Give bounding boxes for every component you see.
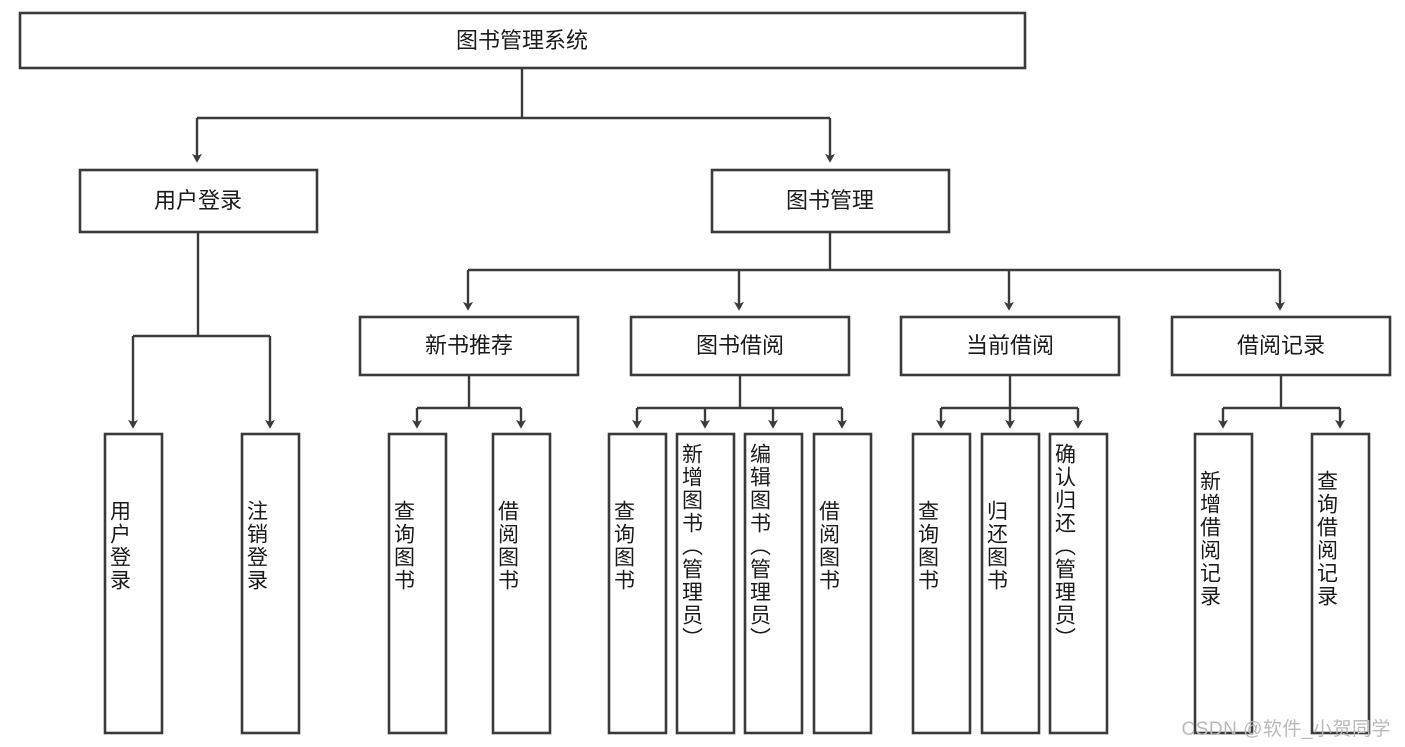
leaf-borrow-book-1-rect[interactable]: [491, 432, 552, 735]
connector-borrow-record-to-leaves: [1218, 375, 1345, 429]
connector-book-manage-to-level3: [463, 232, 1285, 311]
leaf-return-book-rect[interactable]: [980, 432, 1041, 735]
node-current-borrow[interactable]: 当前借阅: [899, 315, 1121, 377]
leaf-user-logout-rect[interactable]: [240, 432, 301, 735]
leaf-user-login-rect[interactable]: [103, 432, 164, 735]
node-book-manage[interactable]: 图书管理: [710, 168, 951, 234]
connector-root-to-level2: [192, 68, 835, 163]
leaf-confirm-return-rect[interactable]: [1048, 432, 1109, 735]
leaf-query-record-rect[interactable]: [1310, 432, 1371, 735]
leaf-query-book-1-rect[interactable]: [387, 432, 448, 735]
connector-current-borrow-to-leaves: [936, 375, 1083, 429]
node-current-borrow-rect[interactable]: [899, 315, 1121, 377]
node-root-label: 图书管理系统: [456, 28, 588, 53]
leaf-add-book-rect[interactable]: [675, 432, 736, 735]
node-borrow-record[interactable]: 借阅记录: [1170, 315, 1392, 377]
node-book-manage-label: 图书管理: [786, 188, 874, 213]
csdn-watermark: CSDN @软件_小贺同学: [1181, 719, 1391, 740]
leaf-query-book-3-rect[interactable]: [911, 432, 972, 735]
node-new-book-recommend-rect[interactable]: [358, 315, 580, 377]
connector-new-book-recommend-to-leaves: [412, 375, 526, 429]
node-new-book-recommend[interactable]: 新书推荐: [358, 315, 580, 377]
node-book-borrow[interactable]: 图书借阅: [629, 315, 851, 377]
node-root[interactable]: 图书管理系统: [18, 11, 1027, 70]
leaf-add-record-rect[interactable]: [1193, 432, 1254, 735]
node-new-book-recommend-label: 新书推荐: [425, 333, 513, 358]
leaf-edit-book-rect[interactable]: [743, 432, 804, 735]
node-root-rect[interactable]: [18, 11, 1027, 70]
connector-user-login-to-leaves: [128, 232, 275, 429]
node-book-borrow-label: 图书借阅: [696, 333, 784, 358]
node-user-login-label: 用户登录: [154, 188, 242, 213]
node-user-login-rect[interactable]: [78, 168, 319, 234]
leaf-query-book-2-rect[interactable]: [607, 432, 668, 735]
node-user-login[interactable]: 用户登录: [78, 168, 319, 234]
leaf-borrow-book-2-rect[interactable]: [812, 432, 873, 735]
node-current-borrow-label: 当前借阅: [966, 333, 1054, 358]
connector-book-borrow-to-leaves: [632, 375, 847, 429]
node-borrow-record-label: 借阅记录: [1237, 333, 1325, 358]
